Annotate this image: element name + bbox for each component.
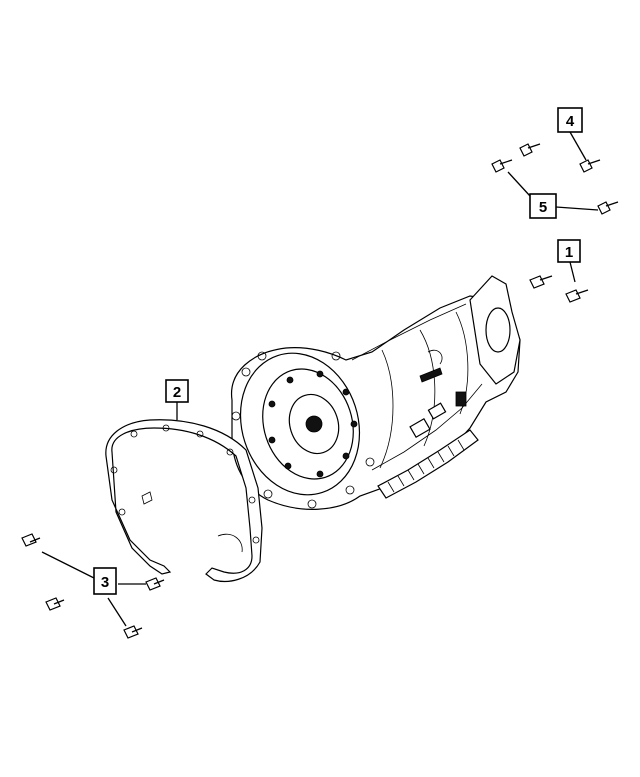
bolt-icon <box>145 577 165 591</box>
stud-icon <box>519 143 541 157</box>
callout-label-1: 1 <box>565 244 573 261</box>
callout-1: 1 <box>557 239 581 263</box>
callout-4: 4 <box>557 107 583 133</box>
callout-label-3: 3 <box>101 574 109 591</box>
stud-icon <box>597 201 619 215</box>
callout-label-5: 5 <box>539 199 547 216</box>
callout-label-2: 2 <box>173 384 181 401</box>
stud-icon <box>579 159 601 173</box>
callout-5: 5 <box>529 193 557 219</box>
torque-converter-bolts-icon <box>268 370 358 478</box>
callout-label-4: 4 <box>566 113 575 130</box>
bolt-icon <box>565 289 589 303</box>
bolt-icon <box>529 275 553 289</box>
callout-3: 3 <box>93 567 117 595</box>
callout-2: 2 <box>165 379 189 403</box>
gasket-icon <box>105 419 263 583</box>
bolt-icon <box>45 597 65 611</box>
transmission-assembly-icon <box>231 275 521 510</box>
bolt-icon <box>123 625 143 639</box>
bolt-icon <box>21 533 41 547</box>
leader-lines <box>41 131 599 627</box>
stud-icon <box>491 159 513 173</box>
